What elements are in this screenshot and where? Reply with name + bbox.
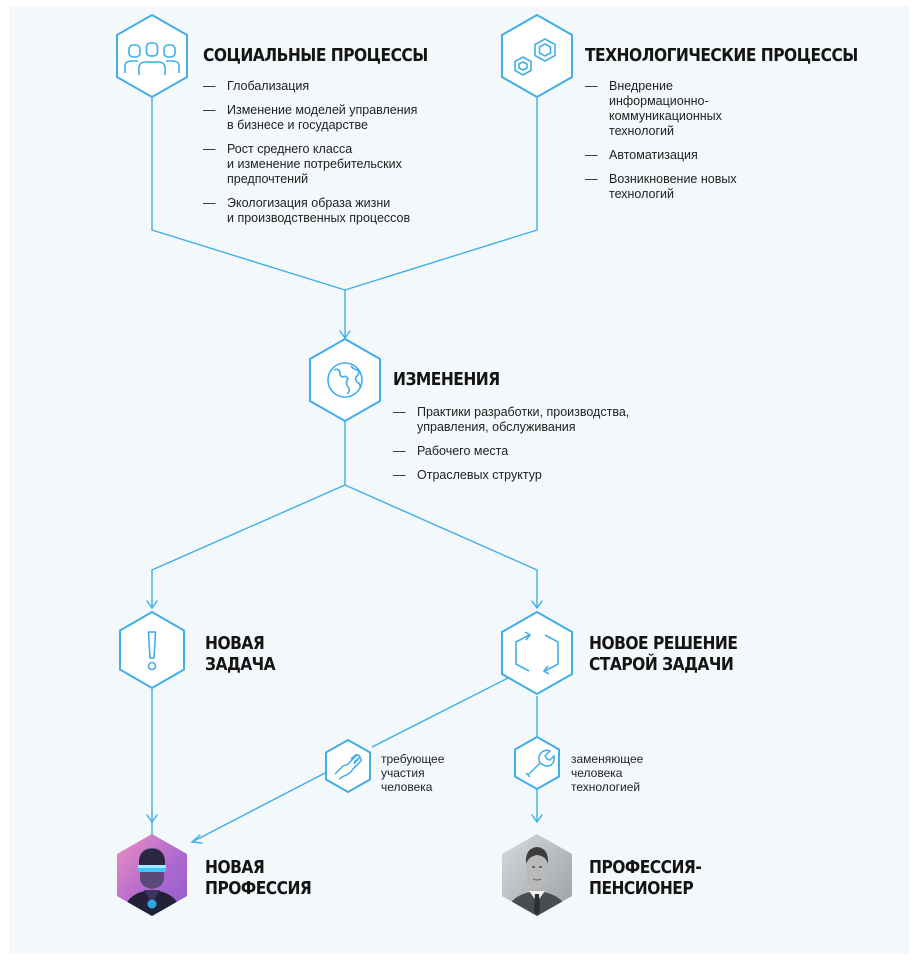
hand-icon (325, 738, 371, 794)
businessman-icon (502, 834, 572, 916)
social-processes-title: СОЦИАЛЬНЫЕ ПРОЦЕССЫ (203, 45, 428, 66)
wrench-icon (514, 735, 560, 791)
list-item: Рабочего места (393, 444, 693, 459)
list-item: Возникновение новых технологий (585, 172, 825, 202)
social-processes-list: Глобализация Изменение моделей управлени… (203, 79, 473, 235)
globe-icon (309, 337, 381, 423)
new-solution-title: НОВОЕ РЕШЕНИЕ СТАРОЙ ЗАДАЧИ (589, 633, 738, 675)
futuristic-person-icon (117, 834, 187, 916)
list-item: Экологизация образа жизни и производстве… (203, 196, 473, 226)
tech-processes-title: ТЕХНОЛОГИЧЕСКИЕ ПРОЦЕССЫ (585, 45, 858, 66)
changes-title: ИЗМЕНЕНИЯ (393, 369, 500, 390)
list-item: Внедрение информационно- коммуникационны… (585, 79, 825, 139)
retired-profession-title: ПРОФЕССИЯ- ПЕНСИОНЕР (589, 857, 702, 899)
people-icon (116, 13, 188, 99)
requires-human-label: требующее участия человека (381, 752, 445, 794)
cycle-arrows-icon (501, 610, 573, 696)
list-item: Изменение моделей управления в бизнесе и… (203, 103, 473, 133)
list-item: Рост среднего класса и изменение потреби… (203, 142, 473, 187)
exclamation-icon (119, 610, 185, 690)
list-item: Автоматизация (585, 148, 825, 163)
tech-processes-list: Внедрение информационно- коммуникационны… (585, 79, 825, 211)
hexagons-icon (501, 13, 573, 99)
new-task-title: НОВАЯ ЗАДАЧА (205, 633, 276, 675)
list-item: Отраслевых структур (393, 468, 693, 483)
list-item: Практики разработки, производства, управ… (393, 405, 693, 435)
changes-list: Практики разработки, производства, управ… (393, 405, 693, 492)
list-item: Глобализация (203, 79, 473, 94)
replaces-human-label: заменяющее человека технологией (571, 752, 644, 794)
new-profession-title: НОВАЯ ПРОФЕССИЯ (205, 857, 312, 899)
